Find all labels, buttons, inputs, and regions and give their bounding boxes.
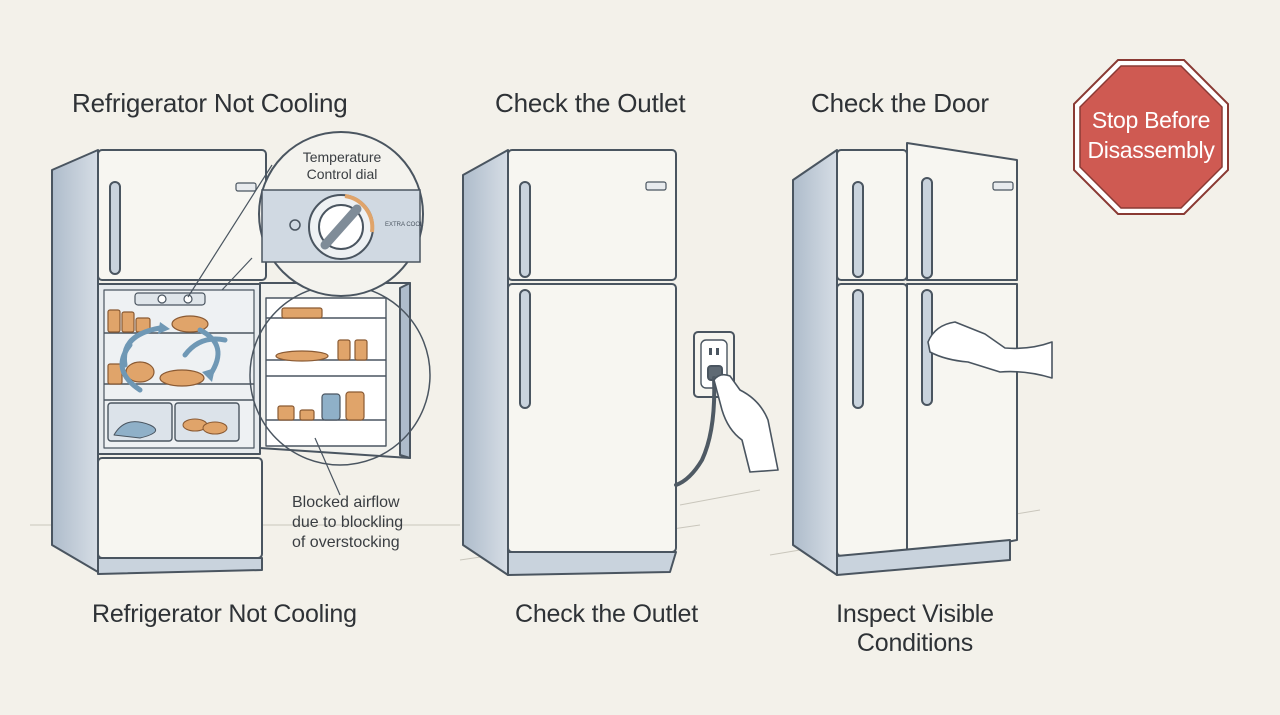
power-cord [674,376,717,487]
dial-magnifier [258,131,424,297]
stop-sign-text: Stop Before Disassembly [1087,107,1215,163]
stop-octagon-icon [1073,59,1229,215]
panel-1-title: Refrigerator Not Cooling [72,88,348,118]
hand-plugging [713,373,779,473]
hand-opening-door [927,321,1053,379]
panel-1-caption: Refrigerator Not Cooling [92,600,357,628]
stop-sign: Stop Before Disassembly [1072,58,1230,216]
fridge-1-open [51,149,431,575]
fridge-2-closed [462,149,677,576]
panel-3-caption: Inspect Visible Conditions [836,600,994,657]
panel-2-caption: Check the Outlet [515,600,699,628]
temperature-dial-callout: Temperature Control dial [292,149,392,183]
panel-3-title: Check the Door [811,88,989,118]
callout-text: Temperature Control dial [302,149,382,182]
blocked-airflow-note: Blocked airflow due to blockling of over… [292,494,404,551]
panel-2-title: Check the Outlet [495,88,686,118]
dial-tag: EXTRA COOL [385,222,424,228]
